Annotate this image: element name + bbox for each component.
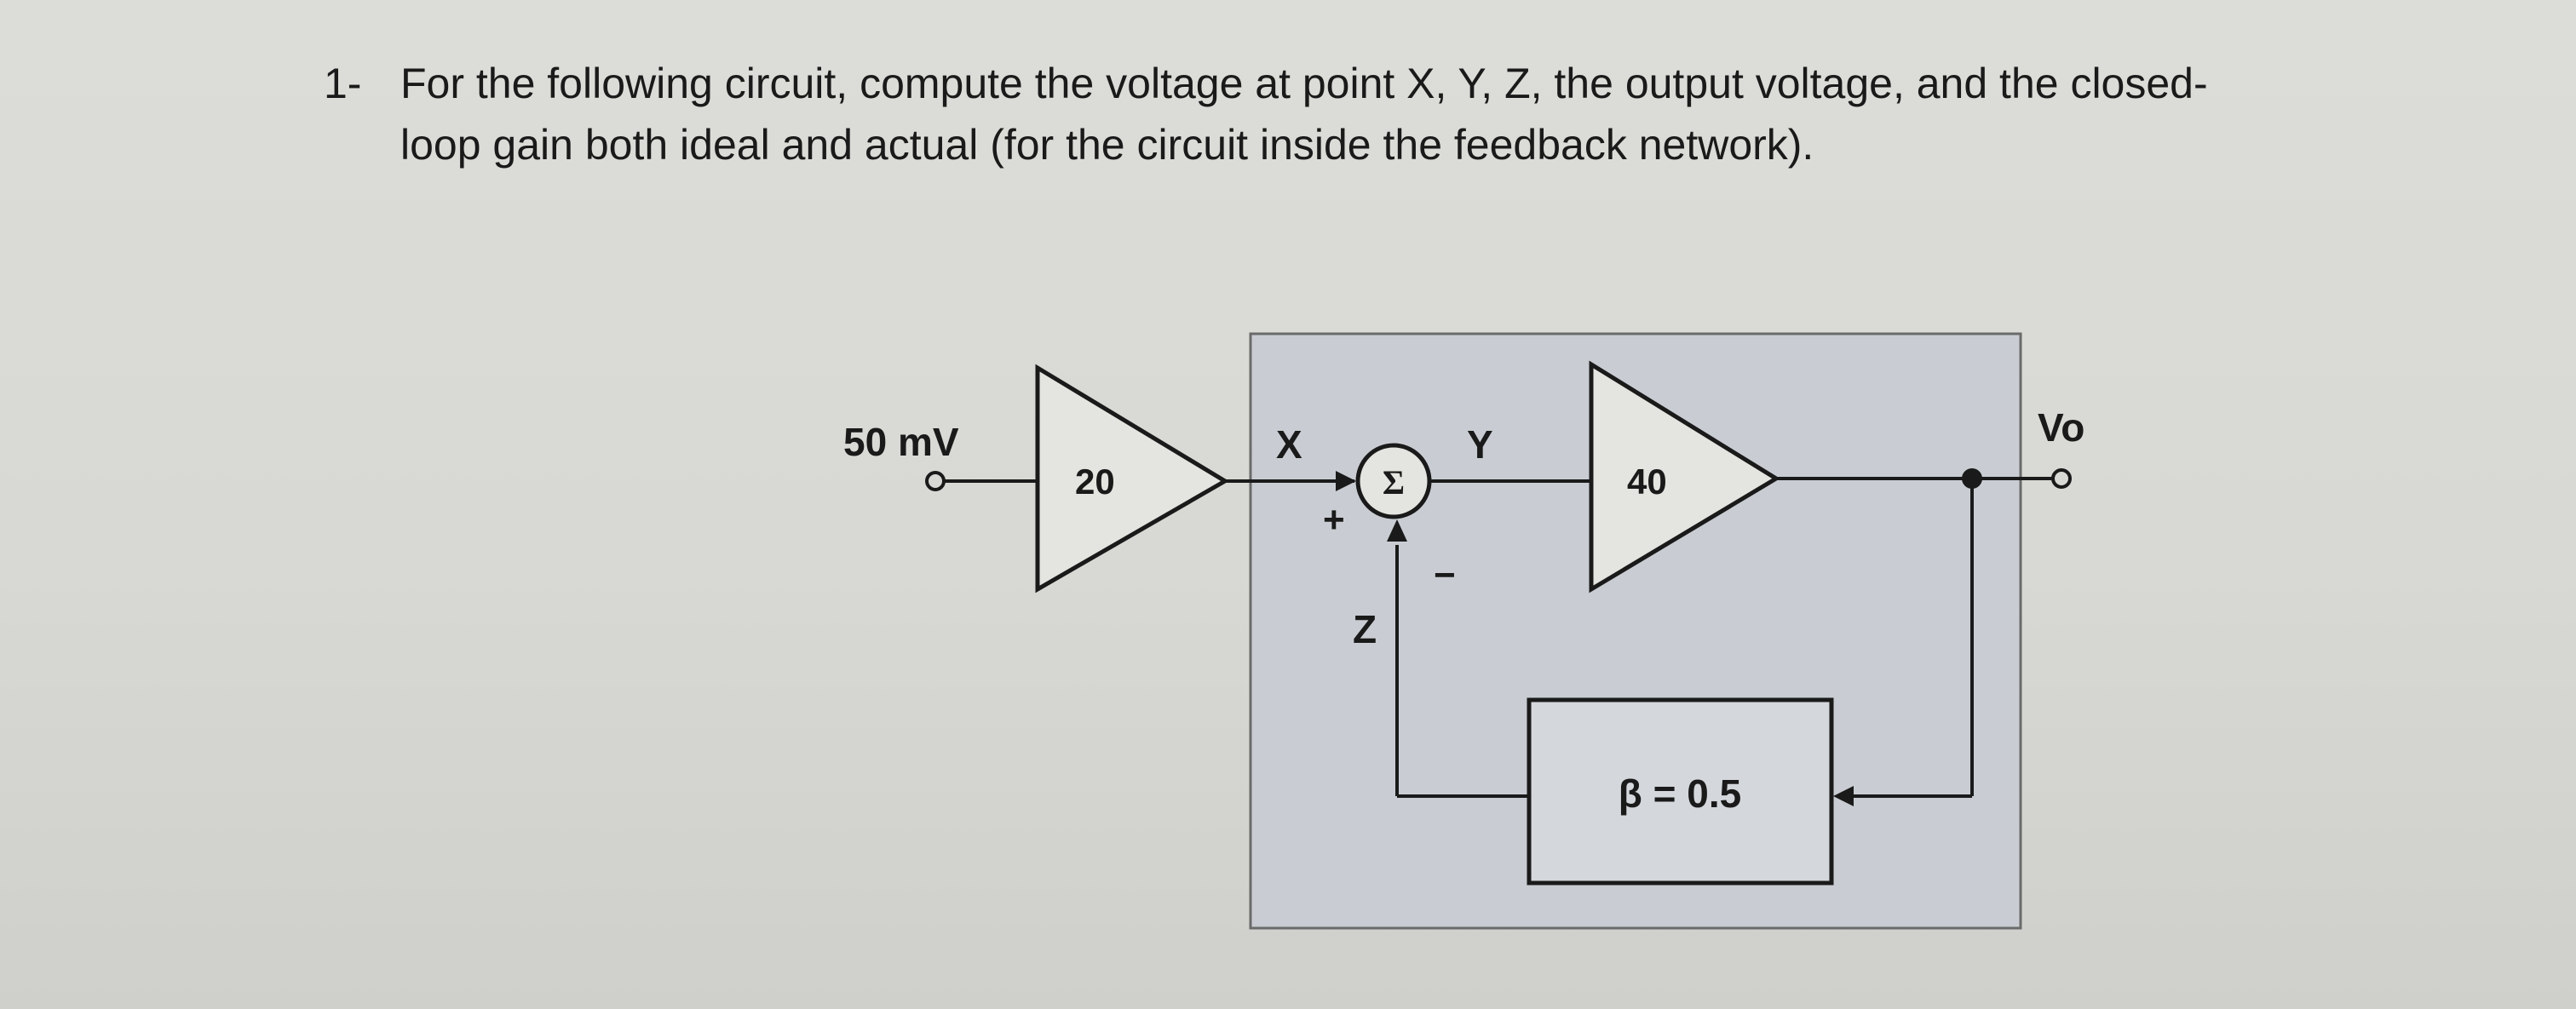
arrow-into-beta: [1833, 786, 1854, 806]
output-voltage-label: Vo: [2038, 405, 2084, 450]
beta-label: β = 0.5: [1619, 771, 1741, 816]
beta-block: [1527, 697, 1834, 886]
node-x-label: X: [1276, 422, 1302, 467]
node-z-label: Z: [1353, 607, 1377, 651]
arrow-into-summer-feedback: [1387, 519, 1407, 542]
plus-sign: +: [1323, 499, 1345, 541]
input-terminal: [925, 471, 946, 491]
amplifier-20: [1035, 364, 1229, 593]
amplifier-40: [1589, 360, 1780, 593]
input-voltage-label: 50 mV: [843, 420, 959, 464]
minus-sign: −: [1434, 554, 1456, 596]
arrow-into-summer: [1336, 471, 1356, 491]
node-y-label: Y: [1467, 422, 1493, 467]
summing-junction-symbol: Σ: [1383, 463, 1405, 502]
amplifier-20-gain: 20: [1075, 462, 1115, 502]
amplifier-40-gain: 40: [1627, 462, 1667, 502]
question-number: 1-: [324, 60, 362, 107]
question-text: For the following circuit, compute the v…: [400, 60, 2208, 169]
output-terminal: [2051, 468, 2072, 489]
